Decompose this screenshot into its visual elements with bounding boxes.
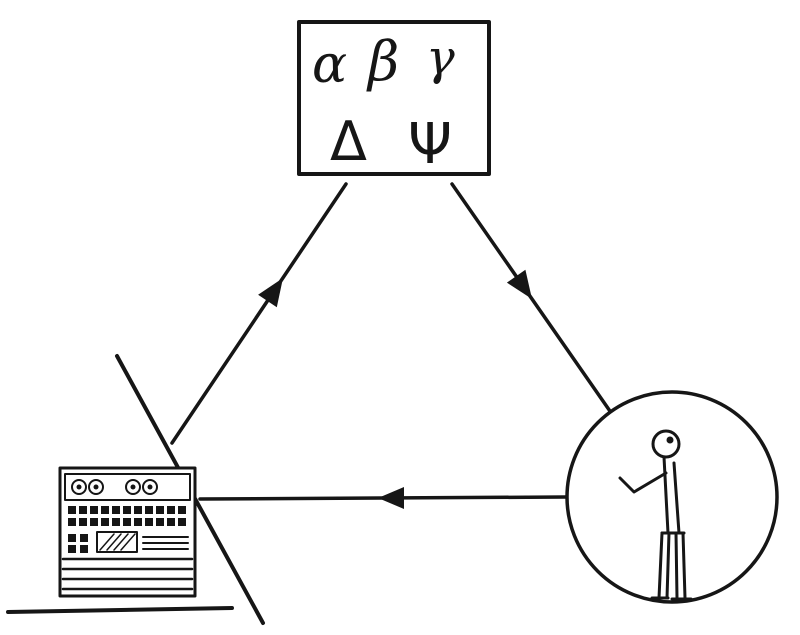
machine-node bbox=[58, 466, 197, 598]
human-circle bbox=[565, 390, 779, 604]
arm bbox=[618, 471, 668, 494]
symbol-box-node: α β γ Δ Ψ bbox=[297, 20, 491, 177]
gamma-symbol: γ bbox=[426, 30, 455, 86]
delta-symbol: Δ bbox=[330, 110, 367, 173]
hatch-lines bbox=[99, 533, 136, 551]
ground-line bbox=[6, 606, 234, 614]
arrowhead-down-icon bbox=[506, 269, 532, 299]
psi-symbol: Ψ bbox=[408, 112, 452, 177]
tape-reels-icon bbox=[71, 479, 158, 495]
beta-symbol: β bbox=[366, 30, 399, 93]
arrow-shaft bbox=[170, 182, 348, 445]
control-band bbox=[68, 531, 189, 553]
hatched-window bbox=[96, 531, 138, 553]
arrow-machine-to-symbols bbox=[170, 182, 348, 445]
reel-panel bbox=[64, 473, 191, 501]
key-rows bbox=[68, 506, 186, 526]
arrowhead-up-icon bbox=[258, 278, 283, 308]
vent-stripes bbox=[61, 557, 194, 591]
alpha-symbol: α bbox=[312, 35, 347, 95]
stick-figure-icon bbox=[618, 429, 693, 601]
symbol-box bbox=[297, 20, 491, 176]
arrow-human-to-machine bbox=[198, 487, 568, 509]
arrow-symbols-to-human bbox=[450, 182, 614, 416]
human-node bbox=[565, 390, 779, 604]
arrowhead-left-icon bbox=[378, 487, 404, 509]
